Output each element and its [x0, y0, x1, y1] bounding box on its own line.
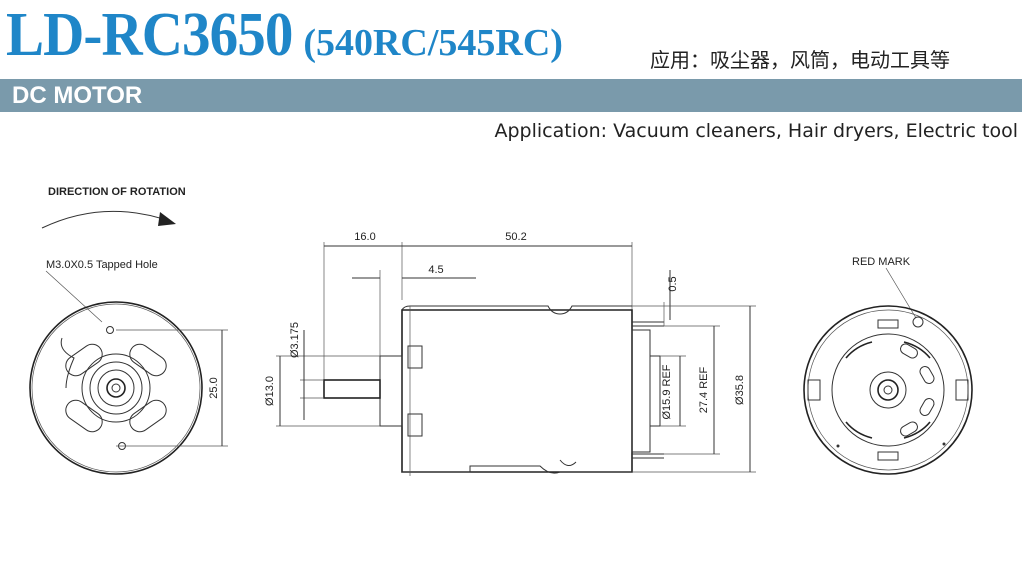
dim-body-length-text: 50.2: [505, 231, 526, 243]
vent-slot: [65, 399, 103, 433]
side-clip: [407, 345, 423, 369]
shaft-side: [323, 379, 381, 399]
dim-terminal-span-text: 27.4 REF: [698, 366, 710, 413]
rotation-label: DIRECTION OF ROTATION: [48, 186, 186, 198]
rotation-arrowhead: [158, 212, 176, 226]
rear-cap-ring: [831, 333, 945, 447]
bearing-housing: [649, 355, 661, 427]
dim-boss-length-text: 4.5: [428, 264, 443, 276]
category-banner: DC MOTOR: [0, 79, 1022, 112]
page-title: LD-RC3650 (540RC/545RC): [6, 0, 563, 70]
rear-tab: [807, 379, 821, 401]
rear-tab: [955, 379, 969, 401]
front-view: DIRECTION OF ROTATION M3.0X0.5 Tapped Ho…: [29, 186, 228, 475]
vent-slot: [129, 343, 167, 377]
red-mark-label: RED MARK: [852, 256, 911, 268]
rear-bearing: [869, 371, 907, 409]
end-cap: [631, 329, 651, 453]
rear-body-outline: [803, 305, 973, 475]
tapped-hole: [106, 326, 114, 334]
rear-terminal: [877, 319, 899, 329]
motor-body: [401, 309, 633, 473]
dim-boss-dia-text: Ø13.0: [264, 376, 276, 406]
side-clip: [407, 413, 423, 437]
dim-bearing-dia-text: Ø15.9 REF: [661, 364, 673, 419]
tapped-hole-label: M3.0X0.5 Tapped Hole: [46, 259, 158, 271]
rear-view: RED MARK: [803, 256, 973, 475]
side-view: 16.0 50.2 4.5 Ø13.0 Ø3.175: [264, 231, 756, 476]
vent-slot: [65, 343, 103, 377]
rear-terminal: [877, 451, 899, 461]
front-boss: [81, 353, 151, 423]
front-body-outline: [29, 301, 203, 475]
application-english: Application: Vacuum cleaners, Hair dryer…: [494, 120, 1018, 142]
dim-gap-text: 0.5: [667, 276, 679, 291]
rotation-arrow: [41, 210, 173, 229]
front-shaft: [106, 378, 126, 398]
dim-body-dia-text: Ø35.8: [734, 375, 746, 405]
red-mark-leader: [885, 267, 917, 319]
application-chinese: 应用：吸尘器，风筒，电动工具等: [650, 48, 950, 72]
tapped-hole-leader: [45, 270, 103, 323]
dim-hole-spacing-text: 25.0: [208, 377, 220, 398]
front-boss-side: [379, 355, 403, 427]
red-mark: [912, 316, 924, 328]
model-name: LD-RC3650: [6, 1, 293, 69]
technical-drawing: DIRECTION OF ROTATION M3.0X0.5 Tapped Ho…: [29, 186, 973, 476]
vent-slot: [129, 399, 167, 433]
dim-shaft-length-text: 16.0: [354, 231, 375, 243]
dim-shaft-dia-text: Ø3.175: [289, 322, 301, 358]
rear-shaft: [877, 379, 899, 401]
category-label: DC MOTOR: [12, 82, 143, 109]
model-variants: (540RC/545RC): [303, 22, 563, 64]
